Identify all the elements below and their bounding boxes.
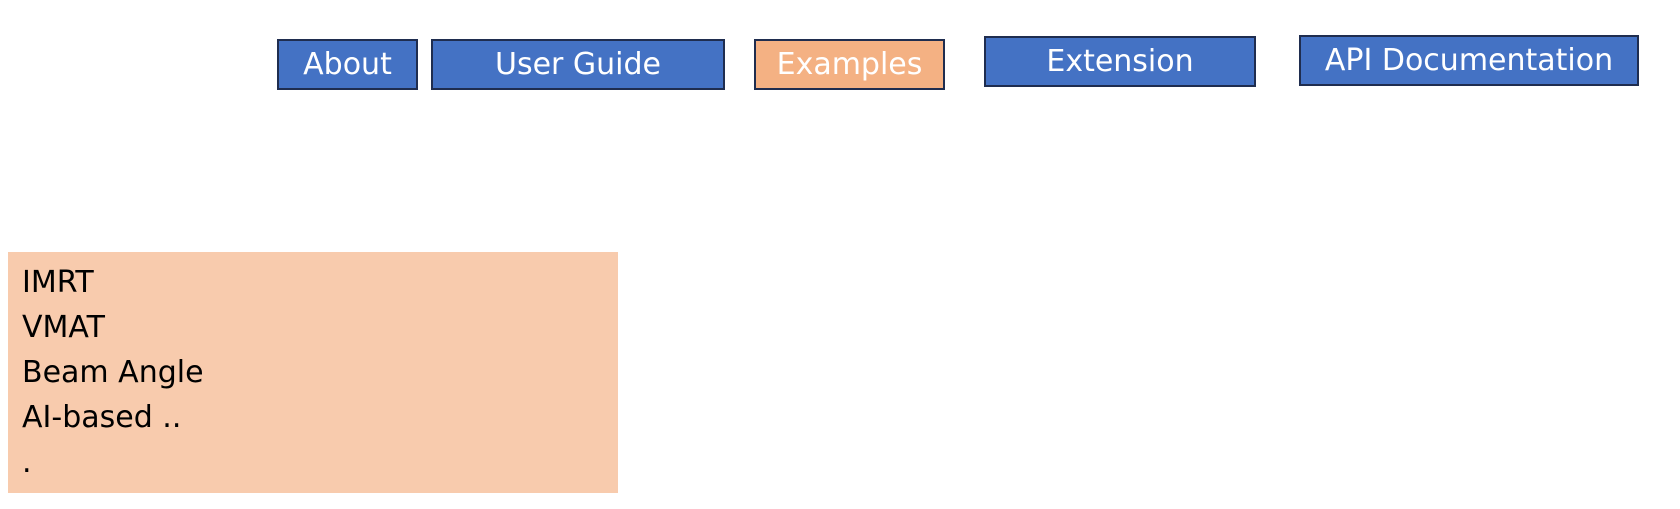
menu-item-beam-angle[interactable]: Beam Angle: [22, 355, 204, 390]
menu-item-ai-based[interactable]: AI-based ..: [22, 400, 182, 435]
menu-item-more[interactable]: .: [22, 445, 32, 480]
nav-about-label: About: [303, 47, 392, 82]
nav-extension-label: Extension: [1046, 44, 1194, 79]
nav-user-guide-button[interactable]: User Guide: [431, 39, 725, 90]
nav-extension-button[interactable]: Extension: [984, 36, 1256, 87]
menu-item-imrt[interactable]: IMRT: [22, 265, 94, 300]
nav-user-guide-label: User Guide: [494, 47, 661, 82]
nav-api-documentation-label: API Documentation: [1324, 43, 1614, 78]
nav-api-documentation-button[interactable]: API Documentation: [1299, 35, 1639, 86]
nav-examples-label: Examples: [776, 47, 923, 82]
examples-dropdown-menu: IMRT VMAT Beam Angle AI-based .. .: [8, 252, 618, 493]
menu-item-vmat[interactable]: VMAT: [22, 310, 105, 345]
nav-about-button[interactable]: About: [277, 39, 418, 90]
nav-examples-button[interactable]: Examples: [754, 39, 945, 90]
